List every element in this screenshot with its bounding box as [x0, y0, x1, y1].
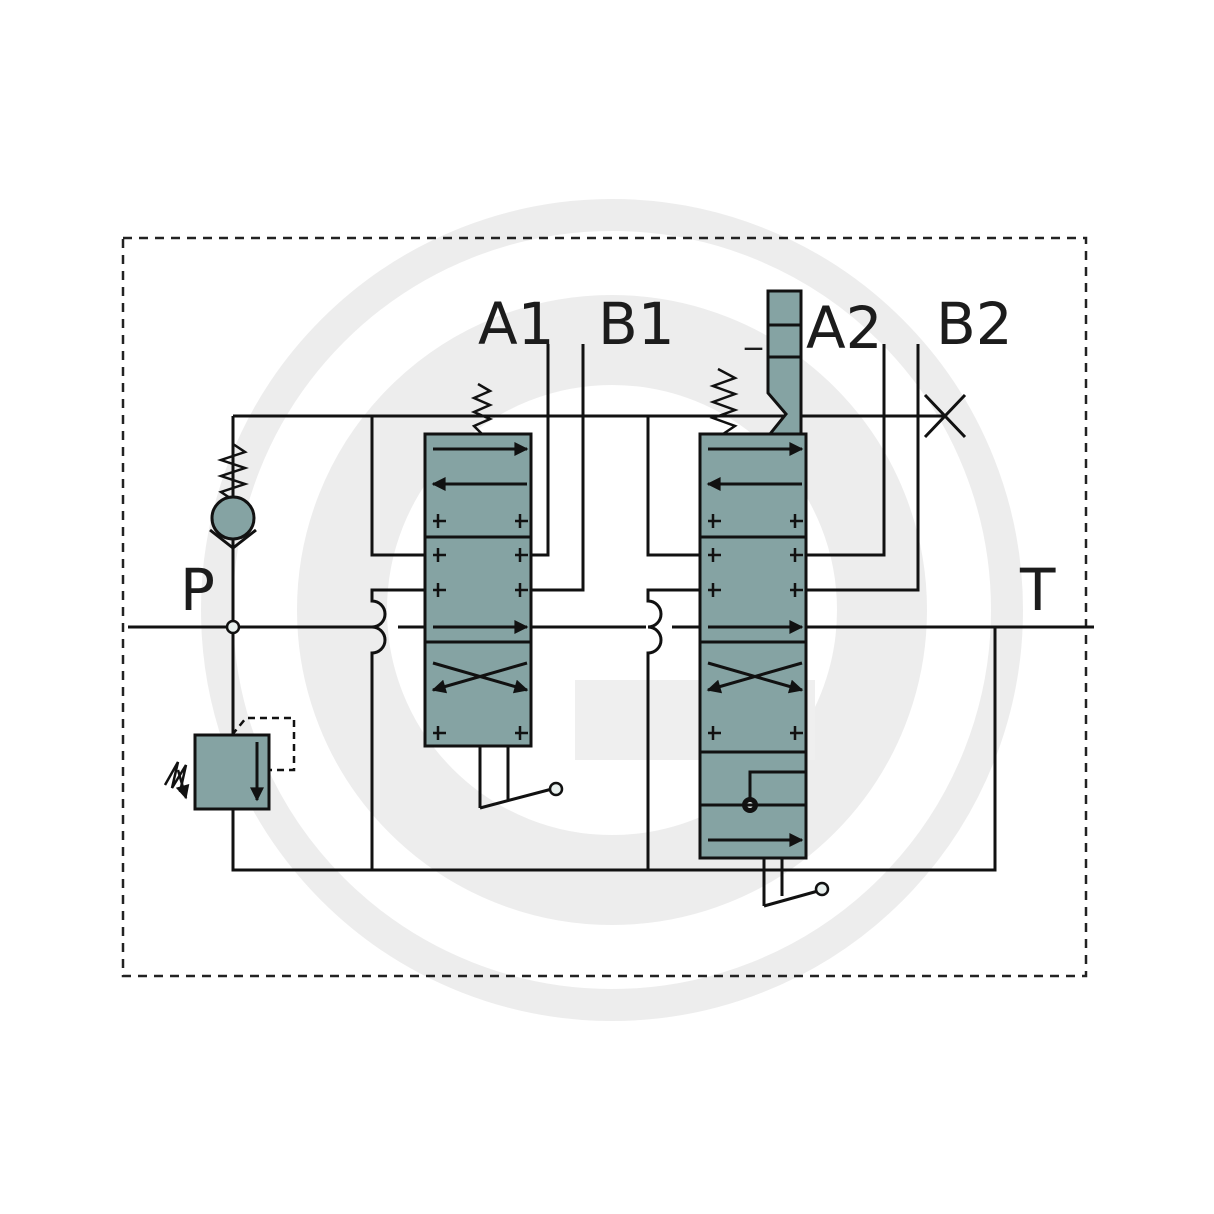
- port-label-b1: B1: [598, 290, 675, 358]
- line-jump-2: [646, 588, 700, 629]
- port-label-b2: B2: [936, 290, 1013, 358]
- junction-dot: [225, 619, 241, 635]
- feed-line-2: [646, 416, 700, 557]
- detent-mark: _: [744, 311, 763, 351]
- line-jump-1b: [370, 625, 387, 870]
- line-jump-2b: [646, 625, 663, 870]
- control-valve-section-2: [698, 289, 920, 908]
- line-jump-1: [370, 588, 425, 629]
- feed-line-1: [370, 416, 425, 557]
- port-label-a2: A2: [806, 294, 883, 362]
- valve-housing-boundary: [121, 236, 1088, 978]
- relief-valve: [163, 716, 296, 811]
- check-valve: [209, 442, 257, 550]
- control-valve-section-1: [423, 344, 585, 810]
- port-label-a1: A1: [478, 290, 555, 358]
- plugged-port-x: [923, 393, 967, 439]
- port-label-p: P: [180, 556, 215, 624]
- tank-return-line: [231, 627, 997, 872]
- port-label-t: T: [1019, 556, 1056, 624]
